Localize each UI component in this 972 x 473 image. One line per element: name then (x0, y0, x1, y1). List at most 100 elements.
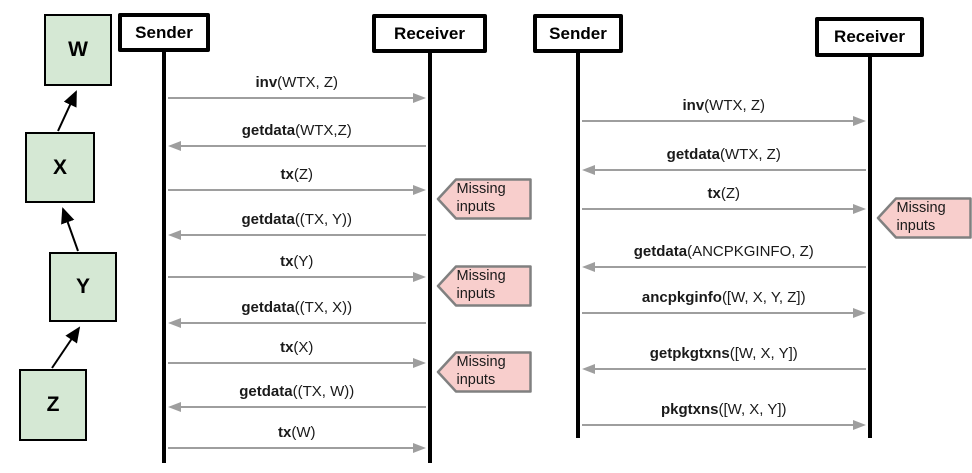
message-arrowhead-left (582, 165, 595, 175)
message-label: tx(Z) (164, 166, 430, 186)
message-arrowhead-right (412, 93, 426, 103)
message-name: getdata (633, 243, 688, 260)
chain-node-label: W (68, 38, 88, 61)
missing-inputs-shape (876, 197, 972, 239)
message-label: inv(WTX, Z) (164, 74, 430, 94)
missing-inputs-shape (436, 265, 532, 307)
message-label: tx(Z) (578, 185, 870, 205)
message-arrowhead-right (852, 116, 866, 126)
diagram2-receiver-lifeline (867, 57, 872, 438)
message-arrow-line (181, 322, 426, 324)
message-arrow-line (582, 424, 854, 426)
message-name: ancpkginfo (641, 289, 722, 306)
diagram2-receiver-label: Receiver (834, 27, 905, 46)
message-args: (WTX, Z) (277, 74, 338, 91)
message-label: pkgtxns([W, X, Y]) (578, 401, 870, 421)
message-args: ((TX, Y)) (294, 211, 353, 228)
message-args: (WTX, Z) (720, 146, 781, 163)
missing-inputs-label: Missing inputs (896, 200, 946, 234)
chain-node-z: Z (19, 369, 87, 441)
message-arrowhead-left (582, 262, 595, 272)
message-label: tx(Y) (164, 253, 430, 273)
diagram2-sender-label: Sender (549, 23, 607, 43)
chain-arrows (51, 90, 81, 369)
message-arrow-line (582, 120, 854, 122)
message-arrowhead-left (168, 141, 181, 151)
chain-arrow-y-to-x (61, 207, 79, 252)
missing-inputs-callout: Missing inputs (436, 351, 532, 393)
message-name: getpkgtxns (649, 345, 730, 362)
message-name: getdata (241, 122, 296, 139)
message-name: tx (707, 185, 721, 202)
message-label: getdata((TX, X)) (164, 299, 430, 319)
chain-arrow-z-to-y (51, 326, 81, 369)
message-arrowhead-right (412, 272, 426, 282)
message-args: (Y) (293, 253, 314, 270)
message-args: (WTX, Z) (704, 97, 765, 114)
message-arrow-line (168, 189, 414, 191)
chain-node-label: X (52, 155, 67, 179)
missing-inputs-shape (436, 178, 532, 220)
message-label: getdata(ANCPKGINFO, Z) (578, 243, 870, 263)
chain-node-label: Y (75, 275, 90, 298)
message-arrow-line (582, 208, 854, 210)
diagram2-sender-lifeline (576, 53, 580, 438)
diagram1-sender-label: Sender (135, 22, 193, 42)
diagram1-receiver-label: Receiver (394, 23, 465, 43)
message-arrowhead-left (168, 402, 181, 412)
message-arrowhead-right (852, 204, 866, 214)
message-args: (Z) (720, 185, 740, 202)
message-arrow-line (595, 266, 866, 268)
missing-inputs-callout: Missing inputs (436, 178, 532, 220)
message-args: (X) (293, 339, 314, 356)
message-name: getdata (241, 299, 295, 316)
missing-inputs-label: Missing inputs (456, 354, 506, 388)
message-name: inv (682, 97, 705, 114)
message-name: getdata (666, 146, 720, 163)
message-arrow-line (168, 97, 414, 99)
message-args: (W) (291, 424, 316, 441)
diagram2-receiver-box: Receiver (815, 17, 924, 57)
diagram1-sender-box: Sender (118, 13, 210, 52)
message-arrow-line (168, 447, 414, 449)
diagram1-sender-lifeline (162, 52, 166, 463)
message-arrow-line (582, 312, 854, 314)
diagram1-receiver-lifeline (427, 53, 432, 463)
message-label: inv(WTX, Z) (578, 97, 870, 117)
message-args: ((TX, W)) (292, 383, 355, 400)
message-label: getdata(WTX, Z) (578, 146, 870, 166)
message-name: tx (280, 339, 294, 356)
message-arrowhead-right (412, 443, 426, 453)
message-arrowhead-right (852, 420, 866, 430)
missing-inputs-label: Missing inputs (456, 268, 506, 302)
message-label: getpkgtxns([W, X, Y]) (578, 345, 870, 365)
message-name: getdata (241, 211, 295, 228)
message-label: ancpkginfo([W, X, Y, Z]) (578, 289, 870, 309)
chain-node-y: Y (49, 252, 117, 322)
message-arrow-line (181, 234, 426, 236)
message-arrowhead-right (412, 358, 426, 368)
missing-inputs-callout: Missing inputs (436, 265, 532, 307)
message-args: ([W, X, Y, Z]) (721, 289, 806, 306)
message-args: ([W, X, Y]) (718, 401, 787, 418)
message-name: tx (278, 424, 292, 441)
message-args: (WTX,Z) (295, 122, 352, 139)
chain-node-w: W (44, 14, 112, 86)
message-args: ((TX, X)) (294, 299, 353, 316)
message-arrow-line (595, 169, 866, 171)
message-name: pkgtxns (660, 401, 719, 418)
chain-node-x: X (25, 132, 95, 203)
chain-arrow-x-to-w (57, 90, 77, 132)
message-arrowhead-right (412, 185, 426, 195)
message-args: ([W, X, Y]) (729, 345, 798, 362)
message-arrow-line (168, 276, 414, 278)
message-label: getdata(WTX,Z) (164, 122, 430, 142)
message-label: tx(X) (164, 339, 430, 359)
diagram2-sender-box: Sender (533, 14, 623, 53)
message-label: getdata((TX, W)) (164, 383, 430, 403)
message-name: tx (280, 253, 294, 270)
message-arrowhead-right (852, 308, 866, 318)
chain-node-label: Z (46, 393, 60, 416)
missing-inputs-shape (436, 351, 532, 393)
